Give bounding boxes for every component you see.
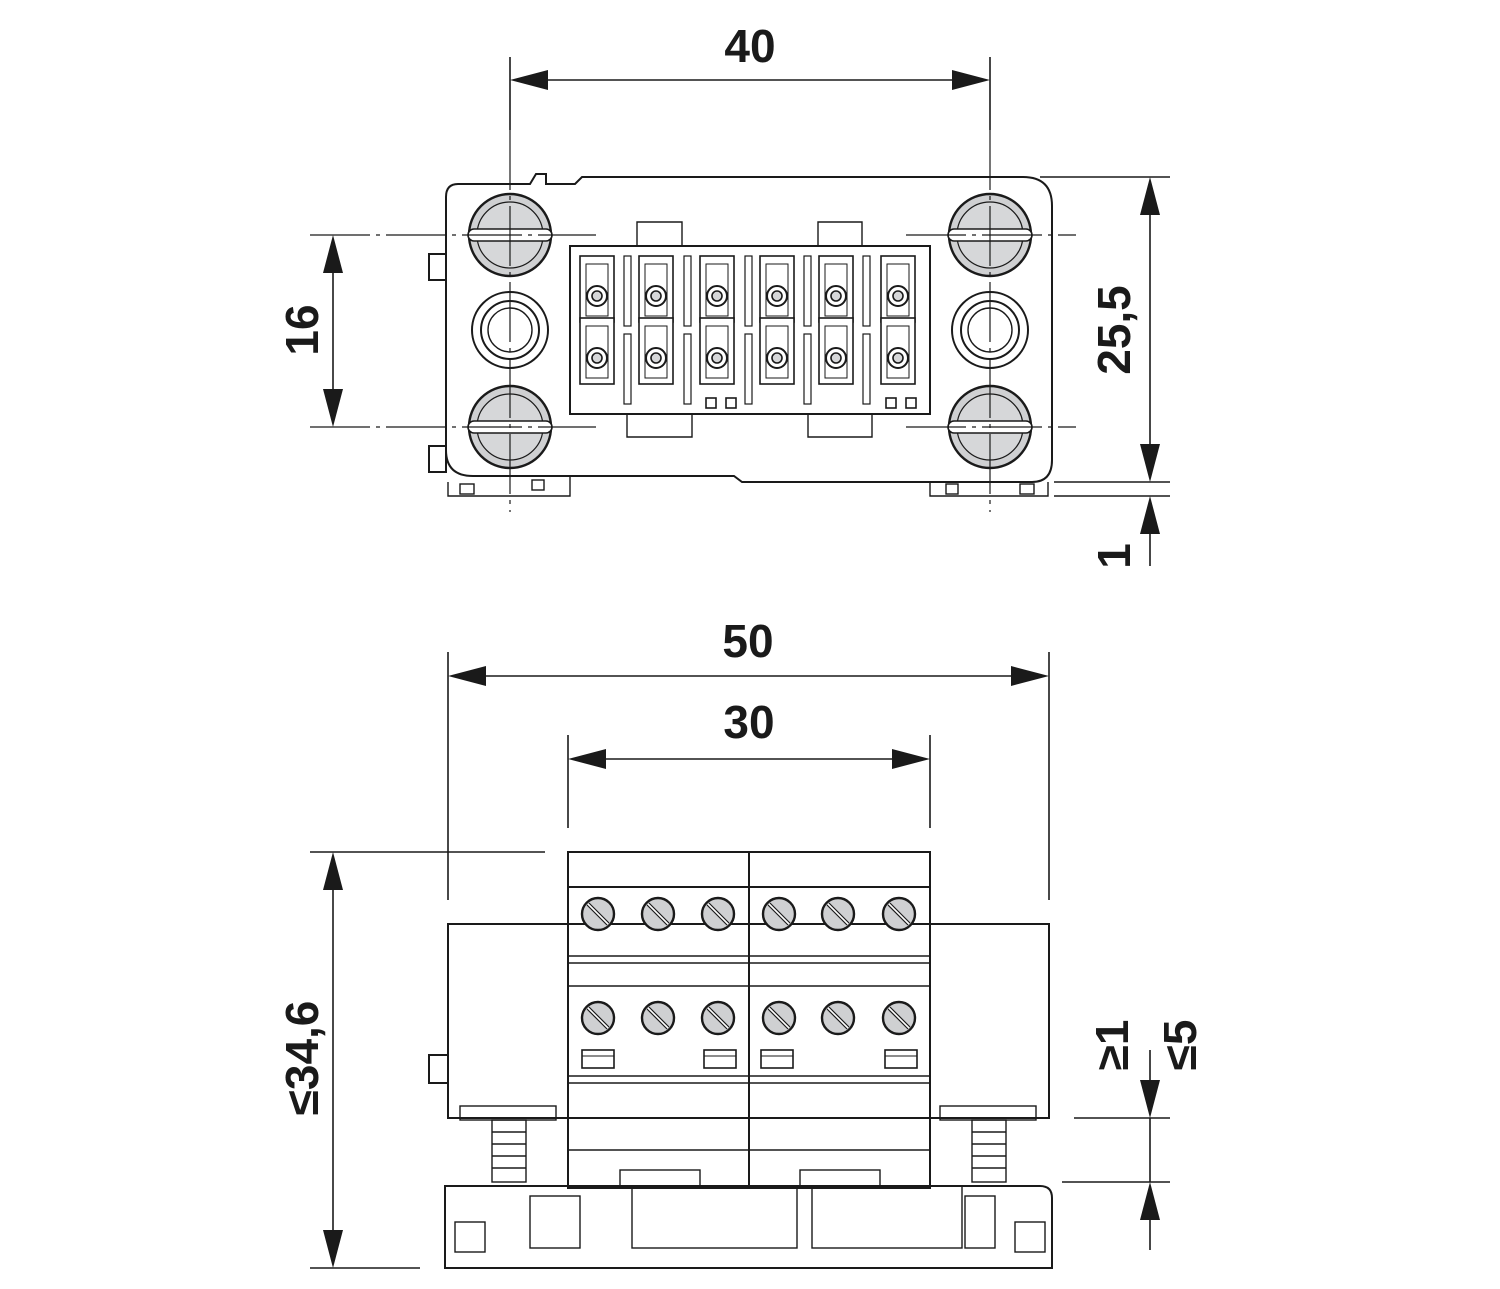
dimension-50-label: 50 <box>722 615 773 667</box>
contact-separator <box>683 333 692 405</box>
terminal-screw <box>761 896 797 932</box>
contact-cell <box>759 255 795 323</box>
front-marker <box>884 1049 918 1069</box>
front-marker <box>581 1049 615 1069</box>
terminal-screw <box>640 1000 676 1036</box>
contact-cell <box>880 317 916 385</box>
dimension-40 <box>509 57 991 130</box>
dimension-25-5 <box>1040 176 1170 497</box>
contact-cell <box>638 255 674 323</box>
contact-marker <box>705 397 717 409</box>
dimension-min-gap-label: ≥1 <box>1086 1020 1138 1071</box>
contact-separator <box>623 255 632 327</box>
dimension-max-gap-label: ≤5 <box>1154 1020 1206 1071</box>
contact-separator <box>683 255 692 327</box>
base-detail-left <box>454 1221 486 1253</box>
contact-cell <box>579 317 615 385</box>
base-window-right <box>811 1185 963 1249</box>
dimension-1-label: 1 <box>1088 543 1140 569</box>
foot-right-clip-2 <box>945 483 959 495</box>
coding-tab-bottom-left <box>626 414 693 438</box>
contact-insert <box>569 245 931 415</box>
contact-cell <box>699 317 735 385</box>
front-view: 50 30 ≤34,6 ≥1 ≤5 <box>276 615 1206 1269</box>
terminal-screw <box>761 1000 797 1036</box>
contact-marker <box>905 397 917 409</box>
foot-right <box>929 482 1049 497</box>
front-screw-grid <box>580 896 918 1069</box>
base-slot-right <box>799 1169 881 1187</box>
dimension-gap <box>1062 1050 1170 1250</box>
contact-cell <box>818 317 854 385</box>
terminal-screw <box>881 896 917 932</box>
foot-left-clip-2 <box>531 479 545 491</box>
dimension-30-label: 30 <box>723 696 774 748</box>
contact-separator <box>862 255 871 327</box>
front-latch <box>428 1054 449 1084</box>
mounting-stud-right <box>939 1105 1037 1183</box>
top-view: 40 16 25,5 1 <box>276 20 1170 569</box>
dimension-34-6-label: ≤34,6 <box>276 1001 328 1116</box>
contact-separator <box>803 255 812 327</box>
contact-marker <box>885 397 897 409</box>
coding-tab-bottom-right <box>807 414 873 438</box>
terminal-screw <box>580 896 616 932</box>
coding-tab-top-right <box>817 221 863 246</box>
foot-right-clip <box>1019 483 1035 495</box>
front-marker <box>760 1049 794 1069</box>
top-view-housing <box>445 173 1053 483</box>
foot-left <box>447 476 571 497</box>
dimension-30 <box>567 735 931 828</box>
terminal-screw <box>820 1000 856 1036</box>
base-detail-right <box>1014 1221 1046 1253</box>
dimension-16-label: 16 <box>276 304 328 355</box>
base-clip-left <box>529 1195 581 1249</box>
foot-left-clip <box>459 483 475 495</box>
terminal-screw <box>580 1000 616 1036</box>
contact-separator <box>803 333 812 405</box>
dimension-50 <box>447 652 1050 900</box>
contact-grid <box>579 255 917 409</box>
terminal-screw <box>700 896 736 932</box>
latch-lower <box>428 445 447 473</box>
base-window-left <box>631 1185 798 1249</box>
contact-cell <box>638 317 674 385</box>
contact-separator <box>744 333 753 405</box>
base-plate <box>444 1185 1053 1269</box>
contact-separator <box>862 333 871 405</box>
contact-cell <box>699 255 735 323</box>
coding-tab-top-left <box>636 221 683 246</box>
base-clip-right <box>964 1195 996 1249</box>
terminal-screw <box>820 896 856 932</box>
dimension-25-5-label: 25,5 <box>1088 285 1140 375</box>
terminal-screw <box>881 1000 917 1036</box>
contact-cell <box>759 317 795 385</box>
dimension-40-label: 40 <box>724 20 775 72</box>
contact-separator <box>744 255 753 327</box>
terminal-screw <box>640 896 676 932</box>
base-slot-left <box>619 1169 701 1187</box>
dimension-1 <box>1140 496 1160 566</box>
terminal-screw <box>700 1000 736 1036</box>
contact-separator <box>623 333 632 405</box>
contact-cell <box>880 255 916 323</box>
front-marker <box>703 1049 737 1069</box>
mounting-stud-left <box>459 1105 557 1183</box>
contact-cell <box>818 255 854 323</box>
contact-cell <box>579 255 615 323</box>
dimension-16 <box>323 235 343 427</box>
contact-marker <box>725 397 737 409</box>
dimension-34-6 <box>310 851 545 1269</box>
latch-upper <box>428 253 447 281</box>
